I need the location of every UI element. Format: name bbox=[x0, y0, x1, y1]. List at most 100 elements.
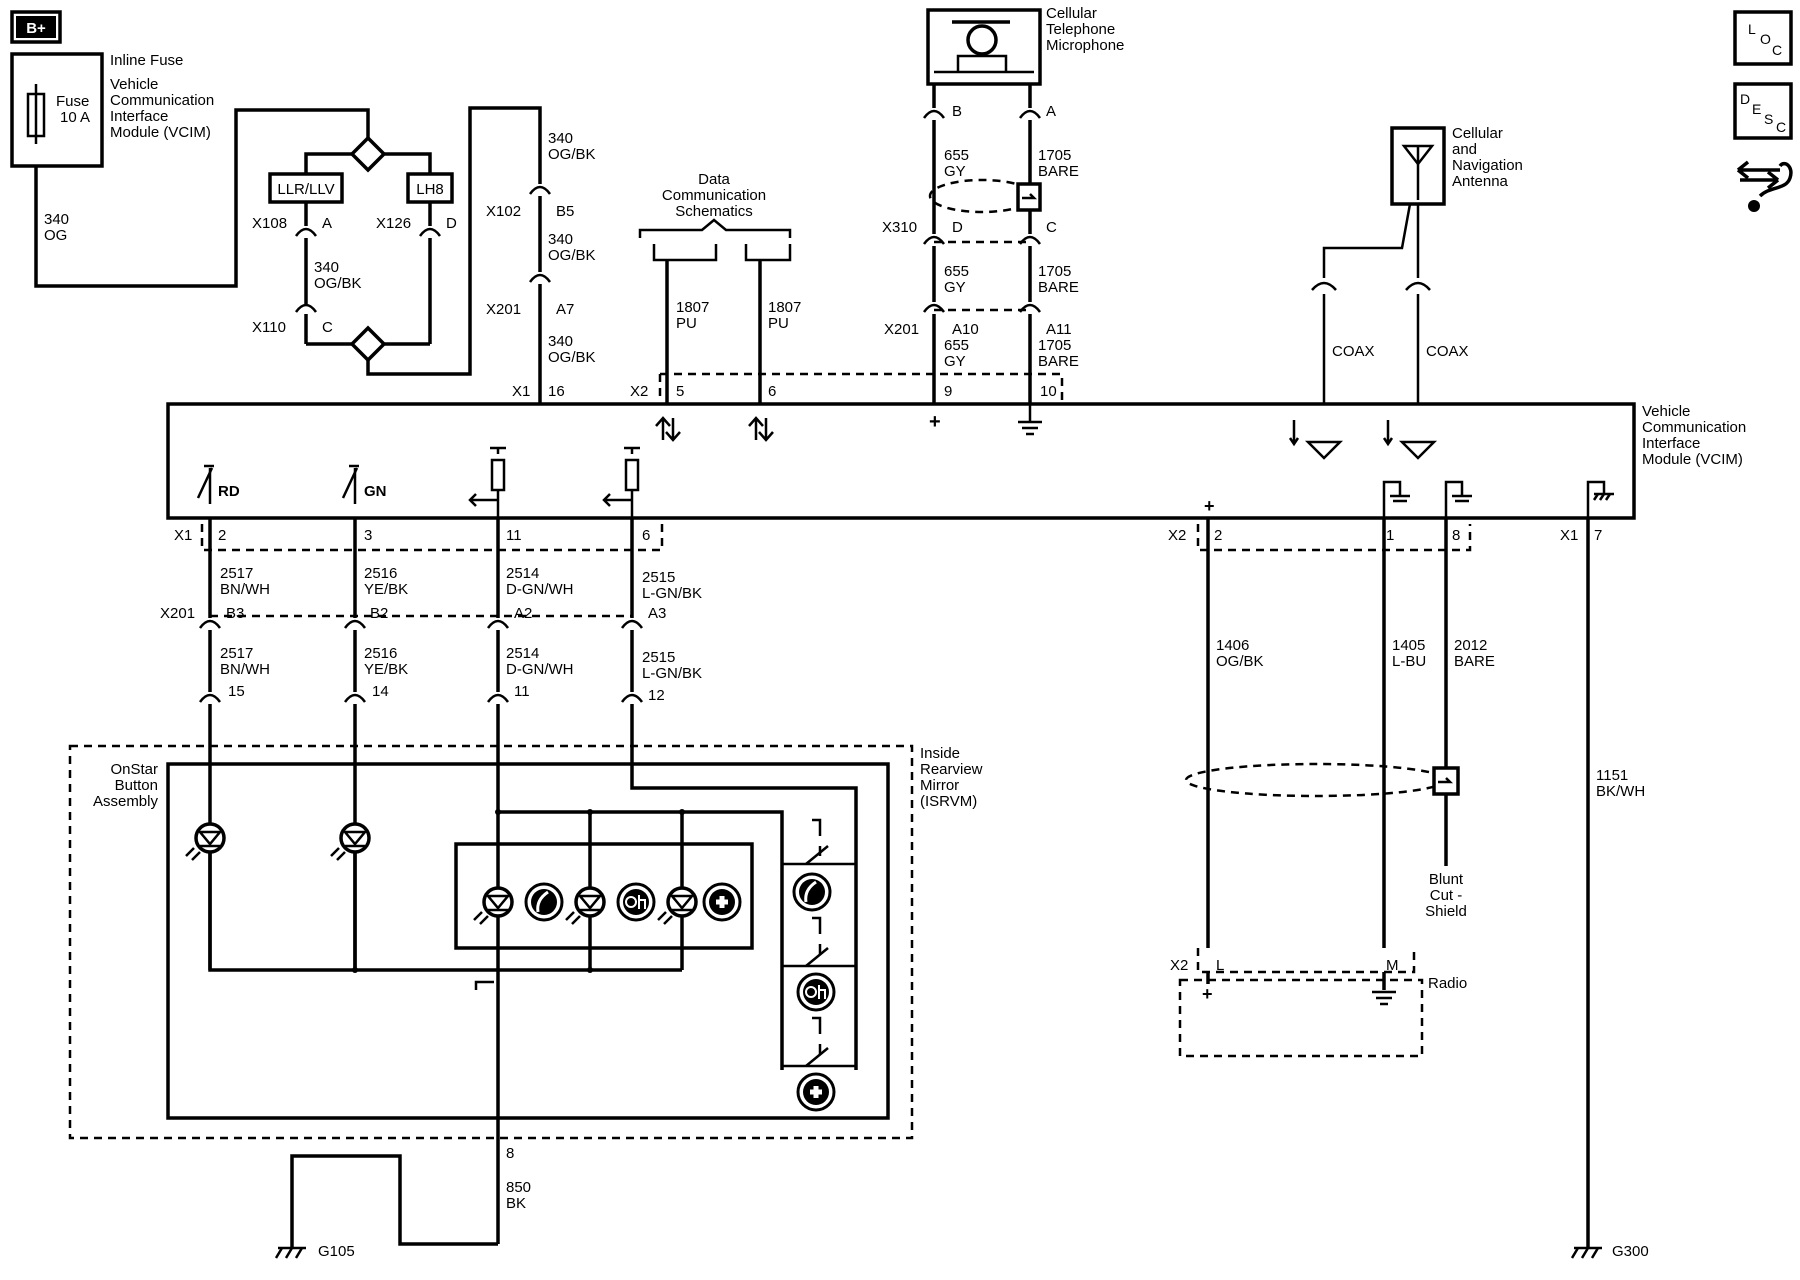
antenna-line-3: Navigation bbox=[1452, 157, 1523, 174]
conn-x2-b-pin8: 8 bbox=[1452, 527, 1460, 544]
wire-340-c-color: OG/BK bbox=[548, 349, 596, 366]
wire-340-og-number: 340 bbox=[44, 211, 69, 228]
inline-fuse-box: Fuse 10 A bbox=[10, 52, 104, 168]
conn-x108-pin: A bbox=[322, 215, 332, 232]
conn-x310-pin-c: C bbox=[1046, 219, 1057, 236]
conn-x102-label: X102 bbox=[486, 203, 521, 220]
wire-655-a-color: GY bbox=[944, 163, 966, 180]
conn-x2-pin9: 9 bbox=[944, 383, 952, 400]
emergency-switch-icon[interactable] bbox=[796, 1072, 836, 1112]
battery-badge: B+ bbox=[10, 10, 62, 44]
loc-letter-c: C bbox=[1772, 42, 1782, 58]
wire-340-og-color: OG bbox=[44, 227, 67, 244]
mirror-pin-12: 12 bbox=[648, 687, 665, 704]
wire-1406-color: OG/BK bbox=[1216, 653, 1264, 670]
ground-icon-vcim-1 bbox=[1382, 480, 1410, 518]
data-comm-bracket bbox=[638, 218, 792, 238]
wire-1405-color: L-BU bbox=[1392, 653, 1426, 670]
rd-switch-icon bbox=[196, 464, 214, 504]
data-comm-line-1: Data bbox=[698, 171, 730, 188]
led-icon-panel-2 bbox=[565, 886, 606, 925]
wire-2517-upper-color: BN/WH bbox=[220, 581, 270, 598]
wire-655-c-color: GY bbox=[944, 353, 966, 370]
battery-badge-label: B+ bbox=[26, 20, 46, 37]
vcim-line-3: Interface bbox=[1642, 435, 1700, 452]
conn-x1-pin11: 11 bbox=[506, 527, 522, 544]
wire-340-og bbox=[34, 108, 370, 288]
ground-icon-g300 bbox=[1570, 1246, 1602, 1259]
desc-nav-button[interactable]: D E S C bbox=[1733, 82, 1793, 140]
wire-1705-a-color: BARE bbox=[1038, 163, 1079, 180]
inline-fuse-desc-1: Vehicle bbox=[110, 76, 158, 93]
wire-2515-upper-color: L-GN/BK bbox=[642, 585, 702, 602]
wire-340-b-color: OG/BK bbox=[548, 247, 596, 264]
radio-label: Radio bbox=[1428, 975, 1467, 992]
coax-b-label: COAX bbox=[1426, 343, 1469, 360]
radio-pin-m: M bbox=[1386, 957, 1399, 974]
wire-850-color: BK bbox=[506, 1195, 526, 1212]
pullup-resistor-icon-1 bbox=[468, 446, 506, 518]
ground-icon-radio bbox=[1372, 990, 1396, 1006]
onstar-line-3: Assembly bbox=[93, 793, 159, 810]
wire-2515-lower-number: 2515 bbox=[642, 649, 675, 666]
conn-x201-b2: B2 bbox=[370, 605, 388, 622]
conn-x2-bottom-label: X2 bbox=[1168, 527, 1186, 544]
conn-x1-7-pin: 7 bbox=[1594, 527, 1602, 544]
onstar-switch-icon[interactable] bbox=[796, 972, 836, 1012]
radio-plus-label: + bbox=[1204, 496, 1215, 516]
mic-pin-a: A bbox=[1046, 103, 1056, 120]
phone-button-icon[interactable] bbox=[524, 882, 564, 922]
switch-rd-label: RD bbox=[218, 483, 240, 500]
conn-x201-bottom-label: X201 bbox=[160, 605, 195, 622]
conn-x201-a3: A3 bbox=[648, 605, 666, 622]
wire-1151-color: BK/WH bbox=[1596, 783, 1645, 800]
isrvm-boundary bbox=[68, 744, 914, 1140]
wire-2012-number: 2012 bbox=[1454, 637, 1487, 654]
microphone-line-2: Telephone bbox=[1046, 21, 1115, 38]
desc-letter-s: S bbox=[1764, 111, 1773, 127]
button-panel bbox=[454, 842, 754, 950]
vcim-module-box bbox=[166, 402, 1636, 520]
wire-1807-b-color: PU bbox=[768, 315, 789, 332]
mirror-pin-11: 11 bbox=[514, 683, 530, 700]
relay-lh8-label: LH8 bbox=[416, 181, 444, 198]
ground-icon-g105 bbox=[274, 1246, 306, 1259]
conn-x2-pin6: 6 bbox=[768, 383, 776, 400]
ground-g105-label: G105 bbox=[318, 1243, 355, 1260]
mirror-pin-14: 14 bbox=[372, 683, 389, 700]
wire-655-c-number: 655 bbox=[944, 337, 969, 354]
wire-340-mid-color: OG/BK bbox=[314, 275, 362, 292]
radio-conn-label: X2 bbox=[1170, 957, 1188, 974]
wire-2516-upper-color: YE/BK bbox=[364, 581, 408, 598]
wire-1151-number: 1151 bbox=[1596, 767, 1628, 784]
onstar-button-icon[interactable] bbox=[616, 882, 656, 922]
data-comm-line-2: Communication bbox=[662, 187, 766, 204]
wire-2012-color: BARE bbox=[1454, 653, 1495, 670]
wire-340-c-number: 340 bbox=[548, 333, 573, 350]
conn-x110-label: X110 bbox=[252, 319, 286, 336]
antenna-line-2: and bbox=[1452, 141, 1477, 158]
inline-fuse-desc-4: Module (VCIM) bbox=[110, 124, 211, 141]
coax-a-label: COAX bbox=[1332, 343, 1375, 360]
wire-655-a-number: 655 bbox=[944, 147, 969, 164]
blunt-line-1: Blunt bbox=[1429, 871, 1464, 888]
shield-twist bbox=[1184, 762, 1448, 798]
wire-2517-lower-color: BN/WH bbox=[220, 661, 270, 678]
wire-2514-upper-color: D-GN/WH bbox=[506, 581, 574, 598]
ground-icon-mic bbox=[1018, 404, 1042, 436]
loc-letter-o: O bbox=[1760, 31, 1771, 47]
loc-nav-button[interactable]: L O C bbox=[1733, 10, 1793, 66]
wire-655-b-number: 655 bbox=[944, 263, 969, 280]
antenna-line-1: Cellular bbox=[1452, 125, 1503, 142]
wire-1705-a-number: 1705 bbox=[1038, 147, 1071, 164]
conn-x2-top-label: X2 bbox=[630, 383, 648, 400]
emergency-button-icon[interactable] bbox=[702, 882, 742, 922]
conn-x201-a7-pin: A7 bbox=[556, 301, 574, 318]
wire-2515-upper-number: 2515 bbox=[642, 569, 675, 586]
wrench-tools-icon[interactable] bbox=[1736, 160, 1793, 212]
inline-fuse-desc-2: Communication bbox=[110, 92, 214, 109]
mic-plus-icon: + bbox=[929, 411, 941, 433]
antenna-icon bbox=[1390, 126, 1446, 206]
phone-switch-icon[interactable] bbox=[792, 872, 832, 912]
conn-x2-b-pin2: 2 bbox=[1214, 527, 1222, 544]
